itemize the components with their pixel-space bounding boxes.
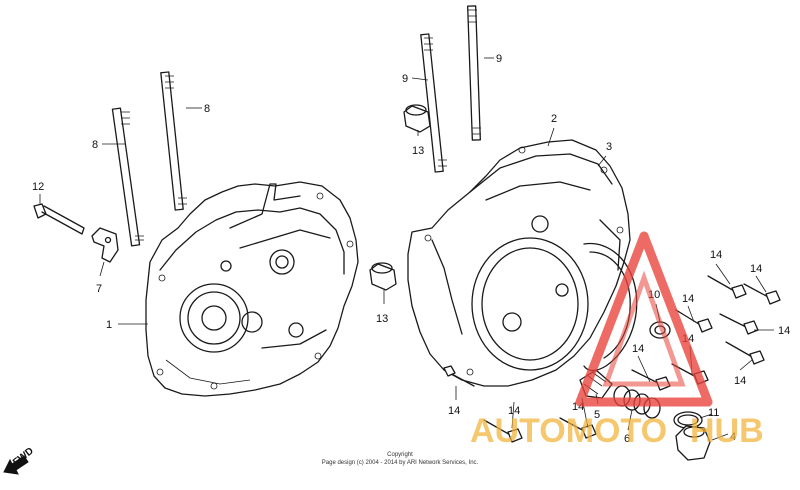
fwd-arrow-icon [3,455,29,475]
label-part-4: 4 [730,431,736,443]
label-part-6: 6 [624,433,630,445]
bracket-7 [91,227,119,263]
label-part-3: 3 [606,141,612,153]
label-part-14-b: 14 [508,405,520,417]
label-part-14-a: 14 [448,405,460,417]
watermark-logo: AUTOMOTO HUB [470,231,764,450]
label-part-14-g: 14 [710,249,722,261]
left-crankcase [145,181,359,397]
label-part-14-i: 14 [778,325,790,337]
bolt-12 [33,203,85,235]
bolts-14 [443,275,781,443]
label-part-5: 5 [594,409,600,421]
copyright-line-2: Page design (c) 2004 - 2014 by ARI Netwo… [322,460,479,466]
part-labels: 1 2 3 4 5 6 7 8 8 9 9 10 11 12 13 13 14 … [32,53,790,445]
stud-bolt-9-right [467,5,481,141]
label-part-12: 12 [32,181,44,193]
label-part-11: 11 [708,407,719,419]
label-part-9-right: 9 [496,53,502,65]
leader-lines [39,57,774,441]
drain-plug-4 [675,425,711,461]
label-part-7: 7 [96,283,102,295]
label-part-14-f: 14 [682,293,694,305]
right-crankcase [407,139,638,387]
label-part-1: 1 [106,319,112,331]
watermark-text-automoto: AUTOMOTO [470,412,667,450]
label-part-8-left: 8 [92,139,98,151]
label-part-14-d: 14 [632,343,644,355]
stud-bolt-8-left [111,107,144,247]
stud-bolt-9-left [420,33,447,173]
label-part-2: 2 [551,113,557,125]
label-part-13-lower: 13 [376,313,388,325]
dowel-pin-13-upper [403,104,431,133]
label-part-9-left: 9 [402,73,408,85]
label-part-14-j: 14 [734,375,746,387]
copyright-line-1: Copyright [387,452,413,458]
label-part-13-upper: 13 [412,145,424,157]
watermark-text-hub: HUB [690,412,764,450]
fwd-direction-indicator: FWD [3,446,36,475]
label-part-8-right: 8 [204,103,210,115]
dowel-pin-13-lower [369,262,397,291]
watermark-triangle-icon [575,231,713,407]
stud-bolt-8-right [160,71,187,211]
label-part-14-h: 14 [750,263,762,275]
